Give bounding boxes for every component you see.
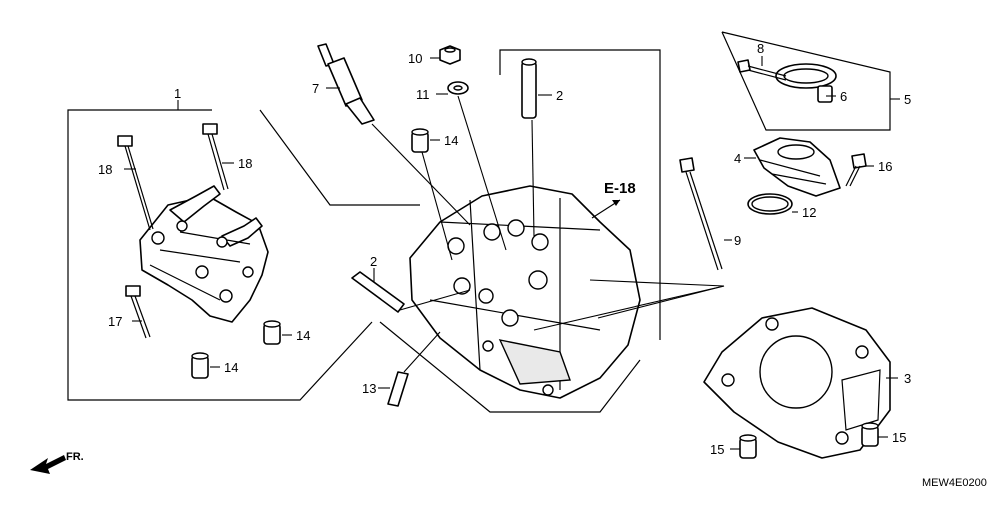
callout-5: 5 — [904, 92, 911, 107]
bolt-18-left — [117, 135, 154, 231]
insulator-group — [721, 31, 900, 215]
figure-code: MEW4E0200 — [922, 477, 987, 489]
stud-2-left — [351, 271, 405, 313]
head-bolt-hole — [482, 340, 494, 352]
callout-13: 13 — [362, 381, 376, 396]
o-ring-12 — [747, 193, 793, 215]
reference-code: E-18 — [604, 180, 636, 197]
rocker-group-outline — [67, 109, 373, 401]
leader-2a-head — [531, 119, 535, 237]
valve-port — [483, 223, 501, 241]
leader-2b-head — [399, 289, 471, 311]
callout-10: 10 — [408, 51, 422, 66]
washer-11 — [447, 81, 469, 95]
callout-12: 12 — [802, 205, 816, 220]
bolt-17 — [125, 285, 151, 339]
callout-labels: 1 2 2 3 4 5 6 7 8 9 10 11 12 13 14 14 14… — [98, 41, 911, 457]
bolt-9 — [679, 157, 723, 271]
direction-label: FR. — [66, 451, 84, 463]
valve-port — [531, 233, 549, 251]
head-group-outline — [499, 49, 661, 340]
head-gasket — [703, 307, 891, 459]
valve-port — [501, 309, 519, 327]
insulator-4 — [753, 137, 841, 197]
leader-13-head — [403, 331, 441, 373]
callout-2: 2 — [370, 254, 377, 269]
callout-3: 3 — [904, 371, 911, 386]
callout-4: 4 — [734, 151, 741, 166]
clamp-6 — [775, 63, 837, 103]
valve-port — [528, 270, 548, 290]
callout-2: 2 — [556, 88, 563, 103]
holder-hole — [216, 236, 228, 248]
holder-hole — [242, 266, 254, 278]
gasket-passage — [841, 369, 881, 431]
gasket-hole — [835, 431, 849, 445]
valve-port — [447, 237, 465, 255]
callout-7: 7 — [312, 81, 319, 96]
screw-8 — [737, 59, 787, 81]
head-group-outline-bottom — [379, 321, 641, 413]
gasket-bore — [759, 335, 833, 409]
stud-13 — [387, 371, 409, 407]
callout-14: 14 — [296, 328, 310, 343]
rocker-holder-detail — [149, 231, 251, 301]
callout-14: 14 — [444, 133, 458, 148]
direction-arrow-icon — [30, 455, 66, 474]
gasket-hole — [721, 373, 735, 387]
callout-14: 14 — [224, 360, 238, 375]
callout-1: 1 — [174, 86, 181, 101]
dowel-14-upper — [263, 320, 281, 345]
valve-port — [478, 288, 494, 304]
holder-hole — [176, 220, 188, 232]
callout-11: 11 — [416, 87, 430, 102]
leader-9a — [589, 279, 725, 287]
reference-arrowhead — [612, 200, 620, 206]
leader-9c — [533, 285, 725, 331]
callout-16: 16 — [878, 159, 892, 174]
dowel-14-head — [411, 128, 429, 153]
stud-2-upper — [521, 58, 537, 119]
valve-port — [507, 219, 525, 237]
rocker-group-outline-top — [259, 109, 420, 206]
holder-hole — [195, 265, 209, 279]
cylinder-head-group: E-18 — [317, 43, 725, 413]
callout-15: 15 — [710, 442, 724, 457]
spark-plug — [317, 43, 375, 125]
rocker-holder — [139, 185, 269, 323]
rocker-arm-group — [67, 100, 420, 401]
direction-indicator: FR. — [30, 451, 84, 474]
valve-port — [453, 277, 471, 295]
gasket-hole — [765, 317, 779, 331]
callout-17: 17 — [108, 314, 122, 329]
holder-hole — [219, 289, 233, 303]
callout-18: 18 — [98, 162, 112, 177]
dowel-15-right — [861, 422, 879, 447]
nut-10 — [439, 45, 461, 65]
cylinder-head — [409, 185, 641, 399]
dowel-15-left — [739, 434, 757, 459]
leader-11-head — [457, 95, 507, 251]
bolt-16 — [845, 153, 867, 187]
clamp-group-outline — [721, 31, 891, 131]
head-lower-flange — [498, 339, 571, 385]
callout-15: 15 — [892, 430, 906, 445]
bolt-18-right — [202, 123, 229, 191]
callout-9: 9 — [734, 233, 741, 248]
callout-6: 6 — [840, 89, 847, 104]
gasket-hole — [855, 345, 869, 359]
head-bolt-hole — [542, 384, 554, 396]
callout-18: 18 — [238, 156, 252, 171]
leader-14c-head — [421, 151, 453, 261]
rocker-arm-2 — [221, 217, 263, 247]
dowel-14-lower — [191, 352, 209, 379]
callout-8: 8 — [757, 41, 764, 56]
holder-hole — [151, 231, 165, 245]
leader-7-head — [371, 123, 471, 226]
rocker-holder-body — [139, 195, 269, 323]
